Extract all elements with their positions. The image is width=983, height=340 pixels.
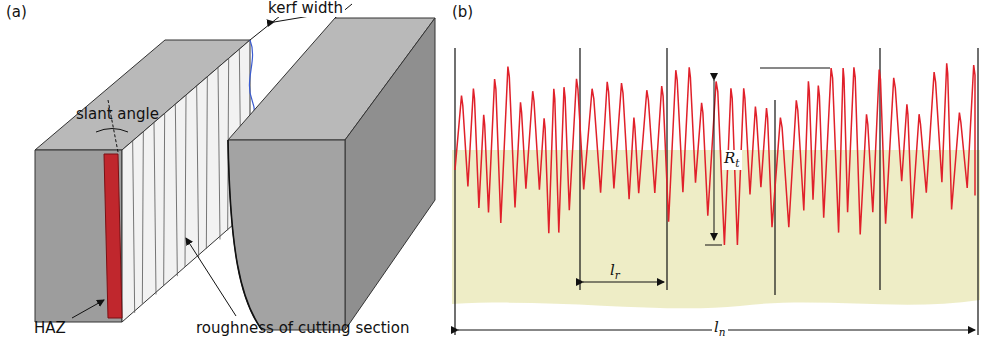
dimension-label: Rt (722, 150, 742, 170)
part-label: roughness of cutting section (196, 320, 409, 337)
roughness-profile (455, 63, 975, 245)
dimension-label: lr (610, 262, 620, 282)
part-label: HAZ (34, 320, 66, 337)
panel-label: (a) (6, 4, 27, 21)
rt-dimension (705, 68, 830, 245)
dimension-label: ln (712, 319, 728, 339)
lr-dimension (583, 282, 664, 283)
left-block (35, 40, 250, 322)
part-label: slant angle (76, 106, 159, 123)
roughness-leader (186, 238, 236, 316)
right-block (228, 18, 435, 330)
dimension-label: kerf width (266, 0, 345, 17)
sample-boundaries (455, 48, 978, 335)
haz-leader (72, 300, 104, 318)
panel-label: (b) (452, 4, 473, 21)
cut-striations (133, 49, 242, 313)
